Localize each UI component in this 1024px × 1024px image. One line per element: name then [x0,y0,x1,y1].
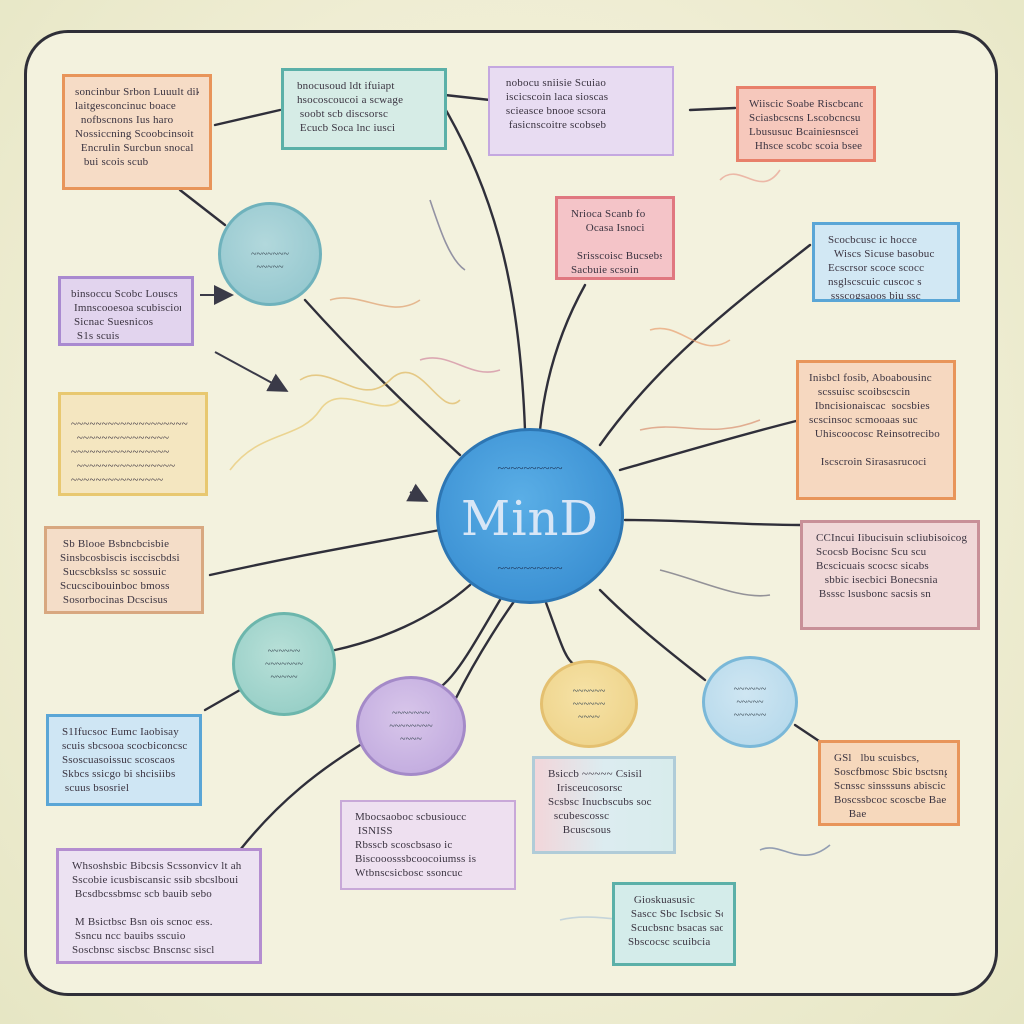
central-subtitle-top: ~~~~~~~~~~ [497,461,563,475]
note-card-blue-left: S1Ifucsoc Eumc Iaobisay scuis sbcsooa sc… [46,714,202,806]
connector [538,283,587,432]
connector [688,106,737,112]
topic-node-teal-top: ~~~~~~~ ~~~~~ [218,202,322,306]
note-card-lilac-bottom: Mbocsaoboc scbusioucc ISNISS Rbsscb scos… [340,800,516,890]
note-card-orange-bottom: GSl lbu scuisbcs, Soscfbmosc Sbic bsctsn… [818,740,960,826]
connector [438,98,527,432]
note-card-blue-right: Scocbcusc ic hocce Wiscs Sicuse basobuc … [812,222,960,302]
connector [303,298,462,457]
topic-node-purple: ~~~~~~~ ~~~~~~~~ ~~~~ [356,676,466,776]
note-card-mauve: CCIncui Iibucisuin scliubisoicog Scocsb … [800,520,980,630]
connector [618,418,802,472]
connector [598,243,812,447]
topic-node-blue: ~~~~~~ ~~~~~ ~~~~~~ [702,656,798,748]
central-topic-node: ~~~~~~~~~~ MinD ~~~~~~~~~~ [436,428,624,604]
central-topic-title: MinD [461,491,599,547]
note-card-pink: Nrioca Scanb fo Ocasa Isnoci Srisscoisc … [555,196,675,280]
note-card-peach-left: Sb Blooe Bsbncbcisbie Sinsbcosbiscis isc… [44,526,204,614]
connector [178,188,227,227]
note-card-lilac: nobocu sniisie Scuiao iscicscoin laca si… [488,66,674,156]
connector [623,518,802,527]
connector [598,588,707,682]
connector [213,108,282,127]
note-card-teal-bottom: Gioskuasusic Sascc Sbc Iscbsic Sciil Scu… [612,882,736,966]
note-card-orange: soncinbur Srbon Luuult dikeusge laitgesc… [62,74,212,190]
note-card-purple: binsoccu Scobc Louscs Imnscooesoa scubis… [58,276,194,346]
connector [203,688,242,712]
connector [443,93,492,102]
note-card-salmon: Wiiscic Soabe Riscbcanc Sciasbcscns Lsco… [736,86,876,162]
note-card-orange-right: Inisbcl fosib, Aboabousinc scssuisc scoi… [796,360,956,500]
note-card-purple-bottom: Whsoshsbic Bibcsis Scssonvicv lt ah Ssco… [56,848,262,964]
connector [453,598,517,702]
central-subtitle-bottom: ~~~~~~~~~~ [497,561,563,575]
connector [238,743,362,852]
note-card-rainbow: Bsiccb ~~~~~ Csisil Irisceucosorsc Scsbs… [532,756,676,854]
note-card-yellow: ~~~~~~~~~~~~~~~~~~~ ~~~~~~~~~~~~~~~ ~~~~… [58,392,208,496]
connector [208,528,442,577]
connector [543,598,577,667]
note-card-teal: bnocusoud ldt ifuiapt hsocoscoucoi a scw… [281,68,447,150]
topic-node-teal-left: ~~~~~~ ~~~~~~~ ~~~~~ [232,612,336,716]
topic-node-yellow: ~~~~~~ ~~~~~~ ~~~~ [540,660,638,748]
connector [333,583,472,652]
